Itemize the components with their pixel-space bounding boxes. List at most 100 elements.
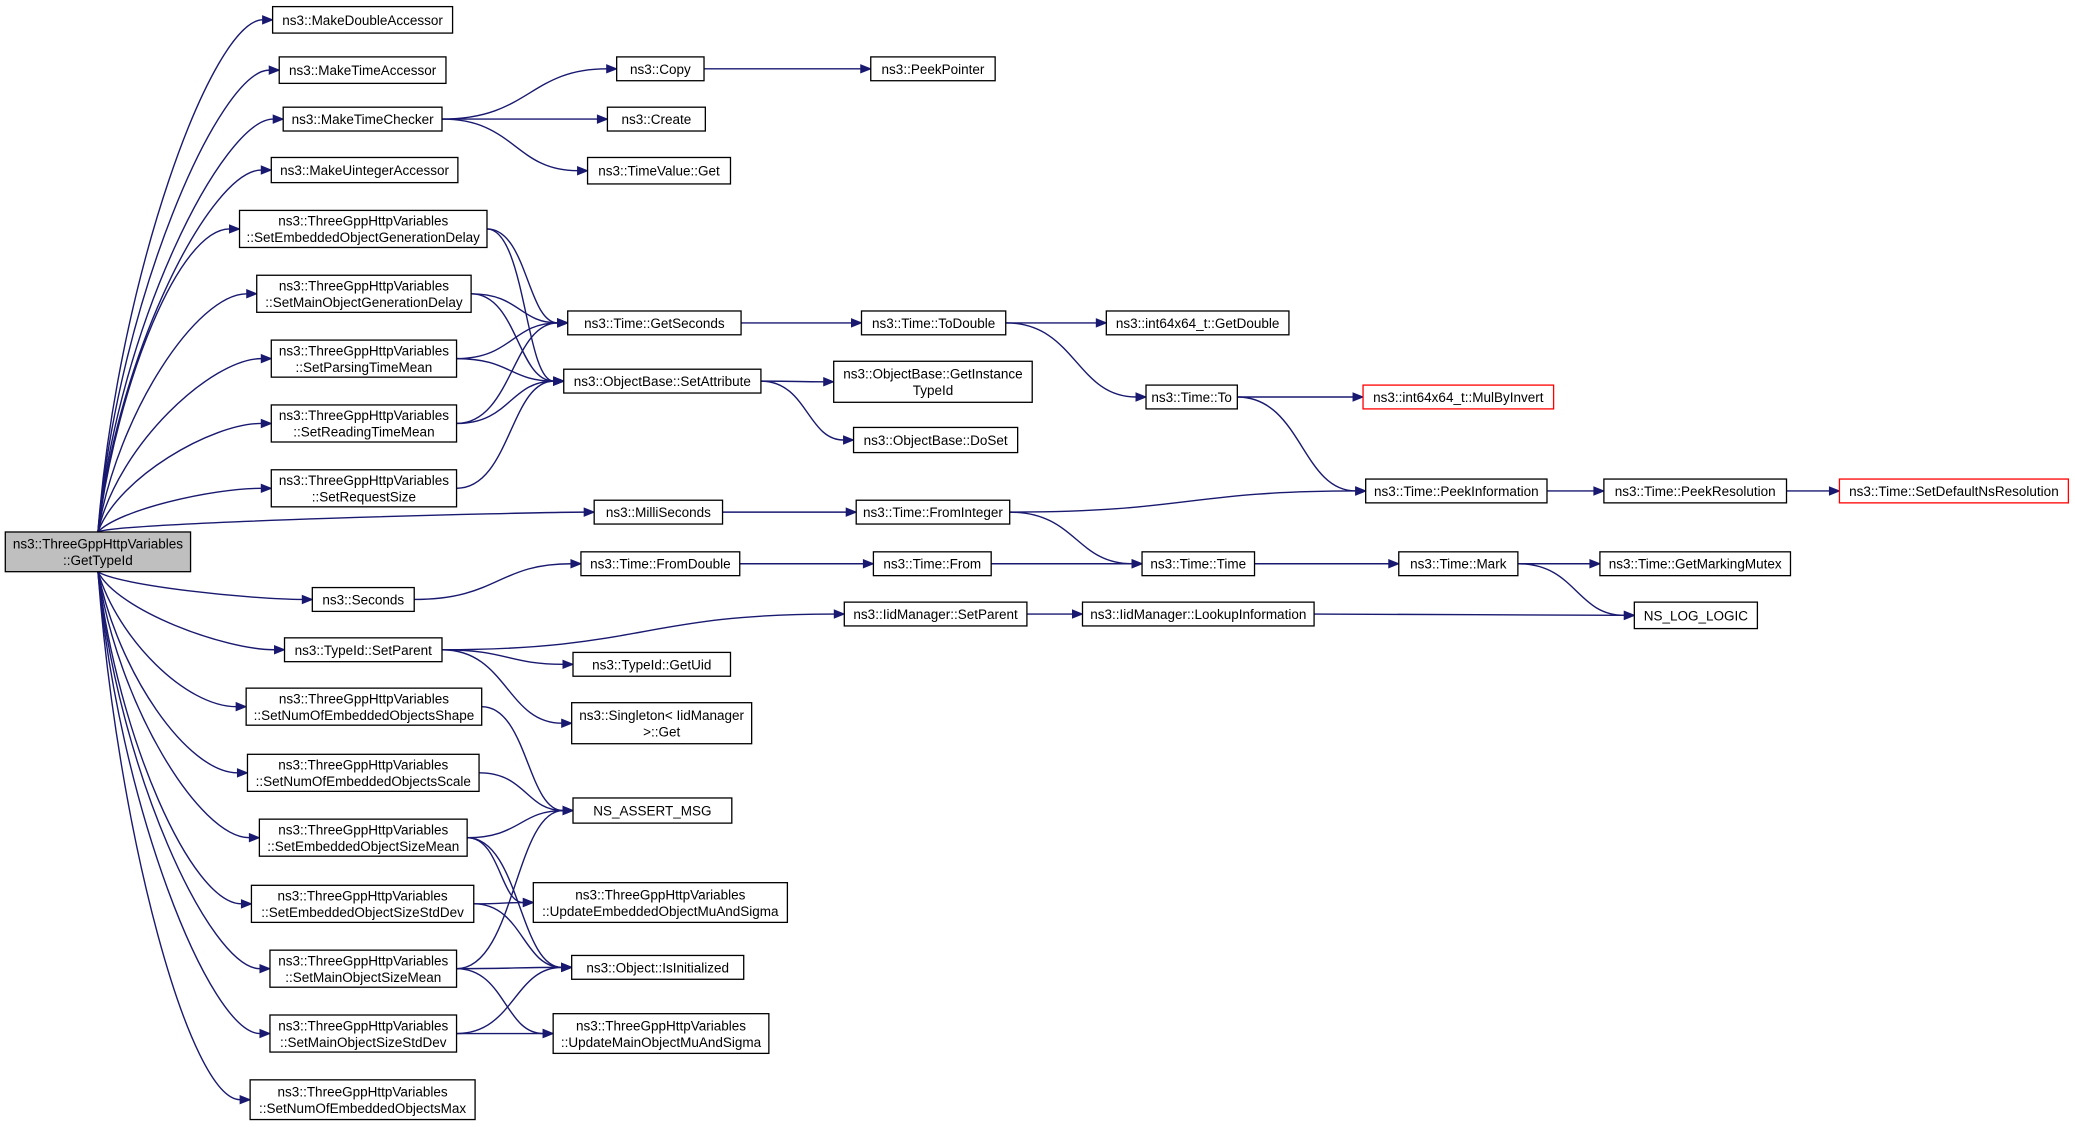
node-box-IsInitialized[interactable] [571,954,745,980]
node-MakeTimeAccessor[interactable]: ns3::MakeTimeAccessor [278,56,447,85]
node-box-SetNumEmbShape[interactable] [245,687,483,726]
node-box-TimeValueGet[interactable] [586,156,732,185]
node-box-SetNumEmbMax[interactable] [249,1079,476,1121]
node-box-Copy[interactable] [616,56,705,82]
node-box-NsLogLogic[interactable] [1633,601,1759,630]
node-TimeFrom[interactable]: ns3::Time::From [872,551,992,577]
node-box-SetParsingTimeMean[interactable] [270,339,458,378]
node-SetMainSizeMean[interactable]: ns3::ThreeGppHttpVariables::SetMainObjec… [269,949,458,988]
node-box-GetSeconds[interactable] [567,310,742,336]
node-box-LookupInformation[interactable] [1081,601,1315,627]
node-box-SetMainSizeMean[interactable] [269,949,458,988]
node-box-SetMainObjGenDelay[interactable] [256,274,472,313]
node-box-Create[interactable] [606,106,706,132]
node-SetAttribute[interactable]: ns3::ObjectBase::SetAttribute [563,368,762,394]
node-box-TimeMark[interactable] [1398,551,1519,577]
node-LookupInformation[interactable]: ns3::IidManager::LookupInformation [1081,601,1315,627]
node-FromInteger[interactable]: ns3::Time::FromInteger [855,499,1011,525]
node-box-MulByInvert[interactable] [1362,384,1555,410]
node-box-SetReadingTimeMean[interactable] [270,404,458,443]
node-box-FromInteger[interactable] [855,499,1011,525]
node-SetEmbObjGenDelay[interactable]: ns3::ThreeGppHttpVariables::SetEmbeddedO… [238,209,488,249]
node-root[interactable]: ns3::ThreeGppHttpVariables::GetTypeId [4,531,192,573]
node-box-MakeTimeAccessor[interactable] [278,56,447,85]
node-SingletonGet[interactable]: ns3::Singleton< IidManager >::Get [571,702,753,745]
node-TimeTime[interactable]: ns3::Time::Time [1141,551,1256,577]
node-UpdMainMuSigma[interactable]: ns3::ThreeGppHttpVariables::UpdateMainOb… [552,1013,770,1055]
node-MakeUintegerAccessor[interactable]: ns3::MakeUintegerAccessor [270,156,459,184]
node-box-PeekResolution[interactable] [1603,478,1788,504]
node-box-SetAttribute[interactable] [563,368,762,394]
node-box-IidSetParent[interactable] [843,601,1028,627]
node-box-SetEmbSizeStdDev[interactable] [250,884,475,924]
node-GetSeconds[interactable]: ns3::Time::GetSeconds [567,310,742,336]
node-ToDouble[interactable]: ns3::Time::ToDouble [860,310,1007,336]
node-FromDouble[interactable]: ns3::Time::FromDouble [580,551,741,577]
node-PeekPointer[interactable]: ns3::PeekPointer [870,56,996,82]
node-box-TypeIdSetParent[interactable] [283,637,443,663]
node-box-root[interactable] [4,531,192,573]
node-SetNumEmbShape[interactable]: ns3::ThreeGppHttpVariables::SetNumOfEmbe… [245,687,483,726]
node-Create[interactable]: ns3::Create [606,106,706,132]
node-SetDefaultNsRes[interactable]: ns3::Time::SetDefaultNsResolution [1838,478,2070,504]
node-box-MakeTimeChecker[interactable] [282,106,443,132]
node-box-SetMainSizeStdDev[interactable] [269,1014,458,1053]
node-IsInitialized[interactable]: ns3::Object::IsInitialized [571,954,745,980]
node-box-UpdEmbMuSigma[interactable] [532,882,789,924]
node-SetReadingTimeMean[interactable]: ns3::ThreeGppHttpVariables::SetReadingTi… [270,404,458,443]
node-SetMainSizeStdDev[interactable]: ns3::ThreeGppHttpVariables::SetMainObjec… [269,1014,458,1053]
node-TimeValueGet[interactable]: ns3::TimeValue::Get [586,156,732,185]
node-box-GetMarkingMutex[interactable] [1599,551,1792,577]
node-PeekResolution[interactable]: ns3::Time::PeekResolution [1603,478,1788,504]
node-SetParsingTimeMean[interactable]: ns3::ThreeGppHttpVariables::SetParsingTi… [270,339,458,378]
node-box-TimeTo[interactable] [1145,384,1238,410]
node-MakeDoubleAccessor[interactable]: ns3::MakeDoubleAccessor [271,5,454,34]
node-NsLogLogic[interactable]: NS_LOG_LOGIC [1633,601,1759,630]
node-box-GetDouble[interactable] [1105,310,1290,336]
node-box-SetNumEmbScale[interactable] [246,753,480,793]
node-box-SetRequestSize[interactable] [270,469,458,508]
node-box-ToDouble[interactable] [860,310,1007,336]
node-Seconds[interactable]: ns3::Seconds [311,586,415,613]
node-SetNumEmbScale[interactable]: ns3::ThreeGppHttpVariables::SetNumOfEmbe… [246,753,480,793]
node-MakeTimeChecker[interactable]: ns3::MakeTimeChecker [282,106,443,132]
node-box-UpdMainMuSigma[interactable] [552,1013,770,1055]
node-SetEmbSizeMean[interactable]: ns3::ThreeGppHttpVariables::SetEmbeddedO… [258,818,468,857]
node-box-MilliSeconds[interactable] [593,499,724,525]
node-box-MakeDoubleAccessor[interactable] [271,5,454,34]
node-TimeMark[interactable]: ns3::Time::Mark [1398,551,1519,577]
node-box-TimeFrom[interactable] [872,551,992,577]
node-box-TimeTime[interactable] [1141,551,1256,577]
node-IidSetParent[interactable]: ns3::IidManager::SetParent [843,601,1028,627]
node-box-Seconds[interactable] [311,586,415,613]
node-TimeTo[interactable]: ns3::Time::To [1145,384,1238,410]
node-TypeIdGetUid[interactable]: ns3::TypeId::GetUid [572,651,732,677]
node-DoSet[interactable]: ns3::ObjectBase::DoSet [852,426,1019,454]
node-SetRequestSize[interactable]: ns3::ThreeGppHttpVariables::SetRequestSi… [270,469,458,508]
node-MilliSeconds[interactable]: ns3::MilliSeconds [593,499,724,525]
node-SetMainObjGenDelay[interactable]: ns3::ThreeGppHttpVariables::SetMainObjec… [256,274,472,313]
node-PeekInformation[interactable]: ns3::Time::PeekInformation [1365,478,1548,504]
node-box-PeekInformation[interactable] [1365,478,1548,504]
node-GetMarkingMutex[interactable]: ns3::Time::GetMarkingMutex [1599,551,1792,577]
node-box-SetEmbSizeMean[interactable] [258,818,468,857]
node-box-GetInstanceTypeId[interactable] [833,360,1033,403]
node-Copy[interactable]: ns3::Copy [616,56,705,82]
node-NsAssertMsg[interactable]: NS_ASSERT_MSG [572,797,733,824]
node-SetNumEmbMax[interactable]: ns3::ThreeGppHttpVariables::SetNumOfEmbe… [249,1079,476,1121]
node-box-FromDouble[interactable] [580,551,741,577]
node-box-SetEmbObjGenDelay[interactable] [238,209,488,249]
node-UpdEmbMuSigma[interactable]: ns3::ThreeGppHttpVariables::UpdateEmbedd… [532,882,789,924]
node-box-MakeUintegerAccessor[interactable] [270,156,459,184]
node-box-PeekPointer[interactable] [870,56,996,82]
node-SetEmbSizeStdDev[interactable]: ns3::ThreeGppHttpVariables::SetEmbeddedO… [250,884,475,924]
node-box-SetDefaultNsRes[interactable] [1838,478,2070,504]
node-TypeIdSetParent[interactable]: ns3::TypeId::SetParent [283,637,443,663]
node-box-SingletonGet[interactable] [571,702,753,745]
node-box-TypeIdGetUid[interactable] [572,651,732,677]
node-box-DoSet[interactable] [852,426,1019,454]
node-MulByInvert[interactable]: ns3::int64x64_t::MulByInvert [1362,384,1555,410]
node-GetDouble[interactable]: ns3::int64x64_t::GetDouble [1105,310,1290,336]
node-box-NsAssertMsg[interactable] [572,797,733,824]
